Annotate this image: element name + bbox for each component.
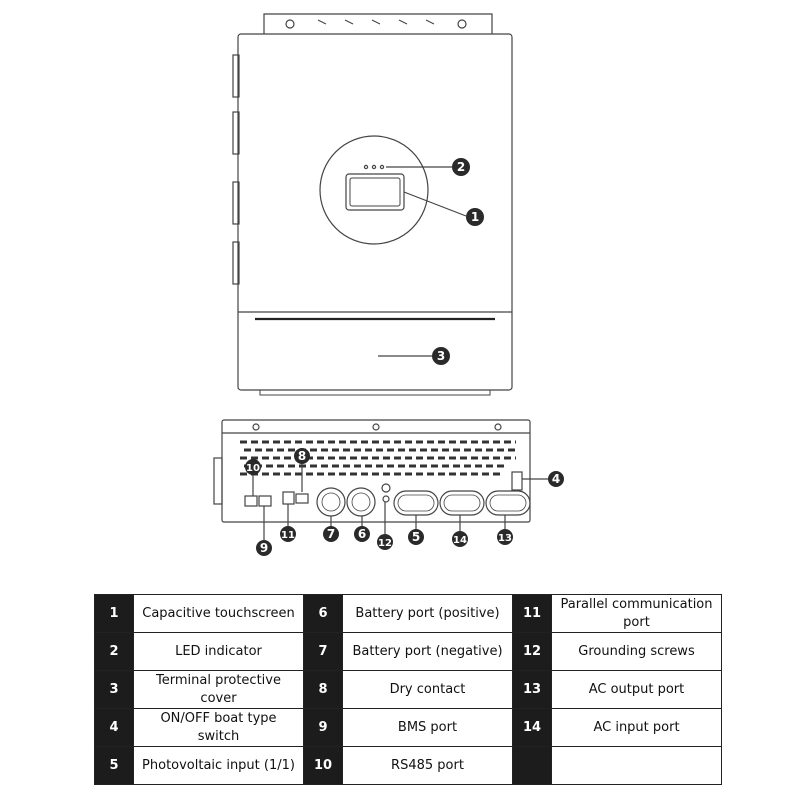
legend-number: 3 bbox=[94, 670, 134, 709]
legend-number: 8 bbox=[303, 670, 343, 709]
legend-label: Capacitive touchscreen bbox=[133, 594, 304, 633]
svg-text:7: 7 bbox=[327, 527, 335, 541]
callout-10: 10 bbox=[245, 459, 261, 475]
svg-text:8: 8 bbox=[298, 449, 306, 463]
legend-label: Battery port (negative) bbox=[342, 632, 513, 671]
legend-label: RS485 port bbox=[342, 746, 513, 785]
legend-label: Battery port (positive) bbox=[342, 594, 513, 633]
legend-number: 2 bbox=[94, 632, 134, 671]
svg-text:4: 4 bbox=[552, 472, 560, 486]
legend-row: 5 Photovoltaic input (1/1) 10 RS485 port bbox=[94, 746, 722, 785]
legend-number: 9 bbox=[303, 708, 343, 747]
legend-table: 1 Capacitive touchscreen 6 Battery port … bbox=[94, 594, 722, 785]
legend-label: AC output port bbox=[551, 670, 722, 709]
legend-number: 5 bbox=[94, 746, 134, 785]
legend-row: 2 LED indicator 7 Battery port (negative… bbox=[94, 632, 722, 671]
legend-label: Photovoltaic input (1/1) bbox=[133, 746, 304, 785]
legend-label: AC input port bbox=[551, 708, 722, 747]
legend-number: 7 bbox=[303, 632, 343, 671]
callout-markers: 1 2 3 4 5 6 7 8 9 10 11 12 13 14 bbox=[245, 158, 564, 556]
legend-number bbox=[512, 746, 552, 785]
legend-label: Grounding screws bbox=[551, 632, 722, 671]
legend-row: 3 Terminal protective cover 8 Dry contac… bbox=[94, 670, 722, 709]
legend-number: 1 bbox=[94, 594, 134, 633]
legend-number: 11 bbox=[512, 594, 552, 633]
legend-number: 13 bbox=[512, 670, 552, 709]
legend-label: BMS port bbox=[342, 708, 513, 747]
legend-number: 14 bbox=[512, 708, 552, 747]
svg-text:11: 11 bbox=[281, 530, 295, 541]
legend-number: 6 bbox=[303, 594, 343, 633]
legend-label bbox=[551, 746, 722, 785]
svg-text:13: 13 bbox=[498, 533, 512, 544]
legend-number: 10 bbox=[303, 746, 343, 785]
callout-2: 2 bbox=[452, 158, 470, 176]
callout-1: 1 bbox=[466, 208, 484, 226]
callout-9: 9 bbox=[256, 540, 272, 556]
svg-text:1: 1 bbox=[471, 210, 479, 224]
svg-text:6: 6 bbox=[358, 527, 366, 541]
callout-4: 4 bbox=[548, 471, 564, 487]
callout-13: 13 bbox=[497, 529, 513, 545]
bottom-view bbox=[213, 419, 548, 540]
callout-14: 14 bbox=[452, 531, 468, 547]
legend-label: LED indicator bbox=[133, 632, 304, 671]
callout-8: 8 bbox=[294, 448, 310, 464]
callout-6: 6 bbox=[354, 526, 370, 542]
callout-12: 12 bbox=[377, 534, 393, 550]
legend-label: Parallel communication port bbox=[551, 594, 722, 633]
callout-5: 5 bbox=[408, 529, 424, 545]
svg-text:3: 3 bbox=[437, 349, 445, 363]
svg-text:14: 14 bbox=[453, 535, 467, 546]
svg-text:5: 5 bbox=[412, 530, 420, 544]
inverter-diagram: 1 2 3 4 5 6 7 8 9 10 11 12 13 14 bbox=[213, 13, 564, 556]
legend-number: 4 bbox=[94, 708, 134, 747]
legend-row: 4 ON/OFF boat type switch 9 BMS port 14 … bbox=[94, 708, 722, 747]
callout-7: 7 bbox=[323, 526, 339, 542]
legend-row: 1 Capacitive touchscreen 6 Battery port … bbox=[94, 594, 722, 633]
svg-text:9: 9 bbox=[260, 541, 268, 555]
callout-11: 11 bbox=[280, 526, 296, 542]
legend-number: 12 bbox=[512, 632, 552, 671]
legend-label: Terminal protective cover bbox=[133, 670, 304, 709]
svg-text:2: 2 bbox=[457, 160, 465, 174]
svg-text:10: 10 bbox=[246, 463, 260, 474]
front-view bbox=[232, 13, 513, 396]
legend-label: ON/OFF boat type switch bbox=[133, 708, 304, 747]
svg-text:12: 12 bbox=[378, 538, 392, 549]
callout-3: 3 bbox=[432, 347, 450, 365]
legend-label: Dry contact bbox=[342, 670, 513, 709]
